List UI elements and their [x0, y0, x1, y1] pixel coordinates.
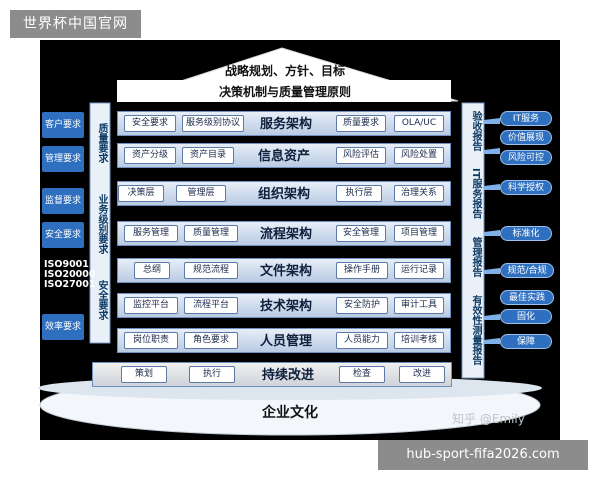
layer-chip: 角色要求	[184, 332, 238, 349]
layer-chip: 执行层	[336, 185, 382, 202]
layer-chip: 安全防护	[336, 297, 388, 314]
left-label-supervision: 监督要求	[42, 188, 84, 214]
roof-line-2: 决策机制与质量管理原则	[218, 85, 351, 99]
right-pill-risk: 风险可控	[500, 150, 552, 165]
layer-title: 流程架构	[259, 227, 312, 242]
right-pill-standardization: 标准化	[500, 226, 552, 241]
layer-process: 服务管理 质量管理 流程架构 安全管理 项目管理	[117, 221, 451, 246]
watermark-top: 世界杯中国官网	[10, 10, 141, 38]
layer-chip: 策划	[121, 366, 167, 383]
layer-chip: 资产目录	[182, 147, 234, 164]
layer-chip: 规范流程	[184, 262, 238, 279]
layer-chip: 总纲	[134, 262, 170, 279]
layer-chip: 改进	[399, 366, 445, 383]
right-pill-guarantee: 保障	[500, 334, 552, 349]
right-pill-authorization: 科学授权	[500, 180, 552, 195]
zhihu-watermark: 知乎 @Emily	[452, 412, 525, 426]
layer-chip: 监控平台	[124, 297, 178, 314]
left-pillar-sla: 业务级别要求	[96, 194, 107, 254]
layer-title: 持续改进	[261, 368, 314, 383]
right-pillar-effectiveness: 有效性测量报告	[470, 295, 481, 365]
roof-line-1: 战略规划、方针、目标	[224, 64, 345, 78]
iso-9001: ISO9001	[44, 259, 89, 270]
layer-title: 人员管理	[259, 334, 312, 349]
layer-title: 信息资产	[257, 149, 310, 164]
layer-chip: 培训考核	[394, 332, 444, 349]
layer-chip: 人员能力	[336, 332, 388, 349]
layer-title: 组织架构	[257, 187, 310, 202]
layer-chip: 管理层	[176, 185, 226, 202]
layer-title: 文件架构	[259, 264, 312, 279]
layer-title: 服务架构	[259, 117, 312, 132]
right-pillar-acceptance: 验收报告	[470, 111, 481, 151]
layer-chip: 项目管理	[394, 225, 444, 242]
left-label-management: 管理要求	[42, 146, 84, 172]
layer-personnel: 岗位职责 角色要求 人员管理 人员能力 培训考核	[117, 328, 451, 353]
layer-chip: 服务级别协议	[182, 115, 244, 132]
left-pillar-security: 安全要求	[96, 280, 107, 320]
layer-chip: 审计工具	[394, 297, 444, 314]
base-label: 企业文化	[262, 405, 318, 421]
layer-chip: 运行记录	[394, 262, 444, 279]
layer-chip: 执行	[189, 366, 235, 383]
layer-chip: 决策层	[118, 185, 164, 202]
layer-continuous-improvement: 策划 执行 持续改进 检查 改进	[92, 362, 452, 387]
layer-chip: 操作手册	[336, 262, 388, 279]
layer-service-architecture: 安全要求 服务级别协议 服务架构 质量要求 OLA/UC	[117, 111, 451, 136]
layer-chip: 治理关系	[394, 185, 444, 202]
iso-27001: ISO27001	[44, 279, 96, 290]
layer-chip: 质量管理	[184, 225, 238, 242]
right-pill-best-practice: 最佳实践	[500, 290, 554, 305]
layer-chip: 服务管理	[124, 225, 178, 242]
left-pillar-quality: 质量要求	[96, 123, 107, 163]
layer-organization: 决策层 管理层 组织架构 执行层 治理关系	[117, 181, 451, 206]
layer-chip: 检查	[339, 366, 385, 383]
right-pill-it-service: IT服务	[500, 111, 552, 126]
layer-chip: 安全管理	[336, 225, 386, 242]
right-pill-value: 价值展现	[500, 130, 552, 145]
left-label-customer: 客户要求	[42, 112, 84, 138]
layer-chip: 流程平台	[184, 297, 238, 314]
right-pill-solidify: 固化	[500, 309, 552, 324]
layer-chip: OLA/UC	[394, 115, 444, 132]
right-pillar-it-report: IT服务报告	[470, 167, 481, 219]
layer-information-assets: 资产分级 资产目录 信息资产 风险评估 风险处置	[117, 143, 451, 168]
layer-chip: 安全要求	[124, 115, 176, 132]
layer-chip: 质量要求	[336, 115, 386, 132]
right-pillar-management: 管理报告	[470, 237, 481, 277]
layer-chip: 风险评估	[336, 147, 386, 164]
layer-documents: 总纲 规范流程 文件架构 操作手册 运行记录	[117, 258, 451, 283]
layer-chip: 风险处置	[394, 147, 444, 164]
left-label-security: 安全要求	[42, 222, 84, 248]
watermark-bottom: hub-sport-fifa2026.com	[378, 440, 588, 470]
layer-title: 技术架构	[259, 299, 312, 314]
layer-technology: 监控平台 流程平台 技术架构 安全防护 审计工具	[117, 293, 451, 318]
layer-chip: 资产分级	[124, 147, 176, 164]
layer-chip: 岗位职责	[124, 332, 178, 349]
iso-20000: ISO20000	[44, 269, 96, 280]
right-pill-compliance: 规范/合规	[500, 263, 554, 278]
left-label-efficiency: 效率要求	[42, 314, 84, 340]
